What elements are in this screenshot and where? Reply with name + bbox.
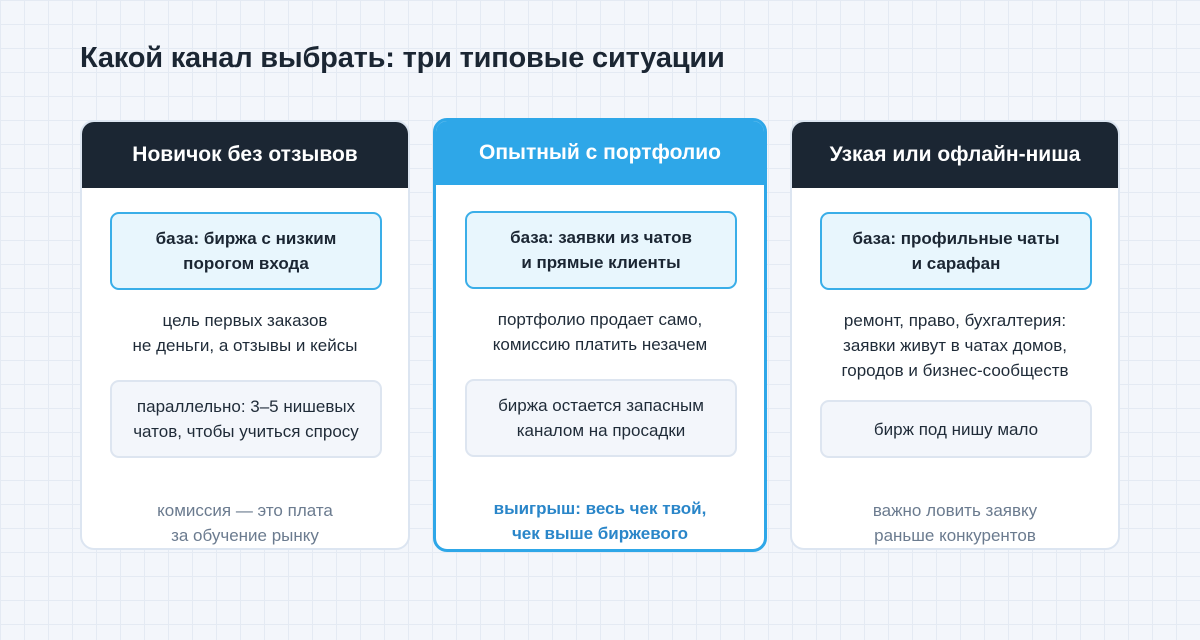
note-box: биржа остается запасным каналом на проса… (465, 379, 737, 457)
base-channel-box: база: профильные чаты и сарафан (820, 212, 1092, 290)
footer-line: комиссия — это плата (157, 501, 333, 520)
card-header: Узкая или офлайн-ниша (792, 122, 1118, 188)
footer-line: за обучение рынку (171, 526, 319, 545)
note-line: чатов, чтобы учиться спросу (133, 422, 359, 441)
base-channel-box: база: биржа с низким порогом входа (110, 212, 382, 290)
footer-line: раньше конкурентов (874, 526, 1036, 545)
desc-line: цель первых заказов (162, 311, 328, 330)
note-box: бирж под нишу мало (820, 400, 1092, 458)
card-header: Опытный с портфолио (436, 121, 764, 185)
note-line: каналом на просадки (516, 421, 686, 440)
desc-line: портфолио продает само, (497, 310, 703, 329)
desc-line: не деньги, а отзывы и кейсы (132, 336, 358, 355)
footer-line: важно ловить заявку (872, 501, 1038, 520)
card-description: цель первых заказов не деньги, а отзывы … (92, 308, 398, 358)
card-experienced: Опытный с портфолио база: заявки из чато… (433, 118, 767, 552)
card-footer: выигрыш: весь чек твой, чек выше биржево… (446, 496, 754, 546)
base-line: база: заявки из чатов (510, 228, 692, 247)
card-niche: Узкая или офлайн-ниша база: профильные ч… (790, 120, 1120, 550)
desc-line: заявки живут в чатах домов, (843, 336, 1067, 355)
card-header: Новичок без отзывов (82, 122, 408, 188)
note-line: параллельно: 3–5 нишевых (136, 397, 356, 416)
base-line: и прямые клиенты (521, 253, 681, 272)
card-description: портфолио продает само, комиссию платить… (446, 307, 754, 357)
footer-line: выигрыш: весь чек твой, (493, 499, 707, 518)
card-footer: комиссия — это плата за обучение рынку (92, 498, 398, 548)
footer-line: чек выше биржевого (511, 524, 689, 543)
note-box: параллельно: 3–5 нишевых чатов, чтобы уч… (110, 380, 382, 458)
base-channel-box: база: заявки из чатов и прямые клиенты (465, 211, 737, 289)
desc-line: комиссию платить незачем (492, 335, 708, 354)
desc-line: ремонт, право, бухгалтерия: (843, 311, 1067, 330)
card-novice: Новичок без отзывов база: биржа с низким… (80, 120, 410, 550)
note-line: биржа остается запасным (498, 396, 704, 415)
desc-line: городов и бизнес-сообществ (841, 361, 1069, 380)
note-line: бирж под нишу мало (873, 419, 1039, 439)
base-line: и сарафан (911, 254, 1001, 273)
page-title: Какой канал выбрать: три типовые ситуаци… (80, 42, 725, 74)
card-footer: важно ловить заявку раньше конкурентов (802, 498, 1108, 548)
base-line: база: биржа с низким (155, 229, 337, 248)
card-description: ремонт, право, бухгалтерия: заявки живут… (802, 308, 1108, 383)
base-line: база: профильные чаты (852, 229, 1060, 248)
base-line: порогом входа (183, 254, 309, 273)
